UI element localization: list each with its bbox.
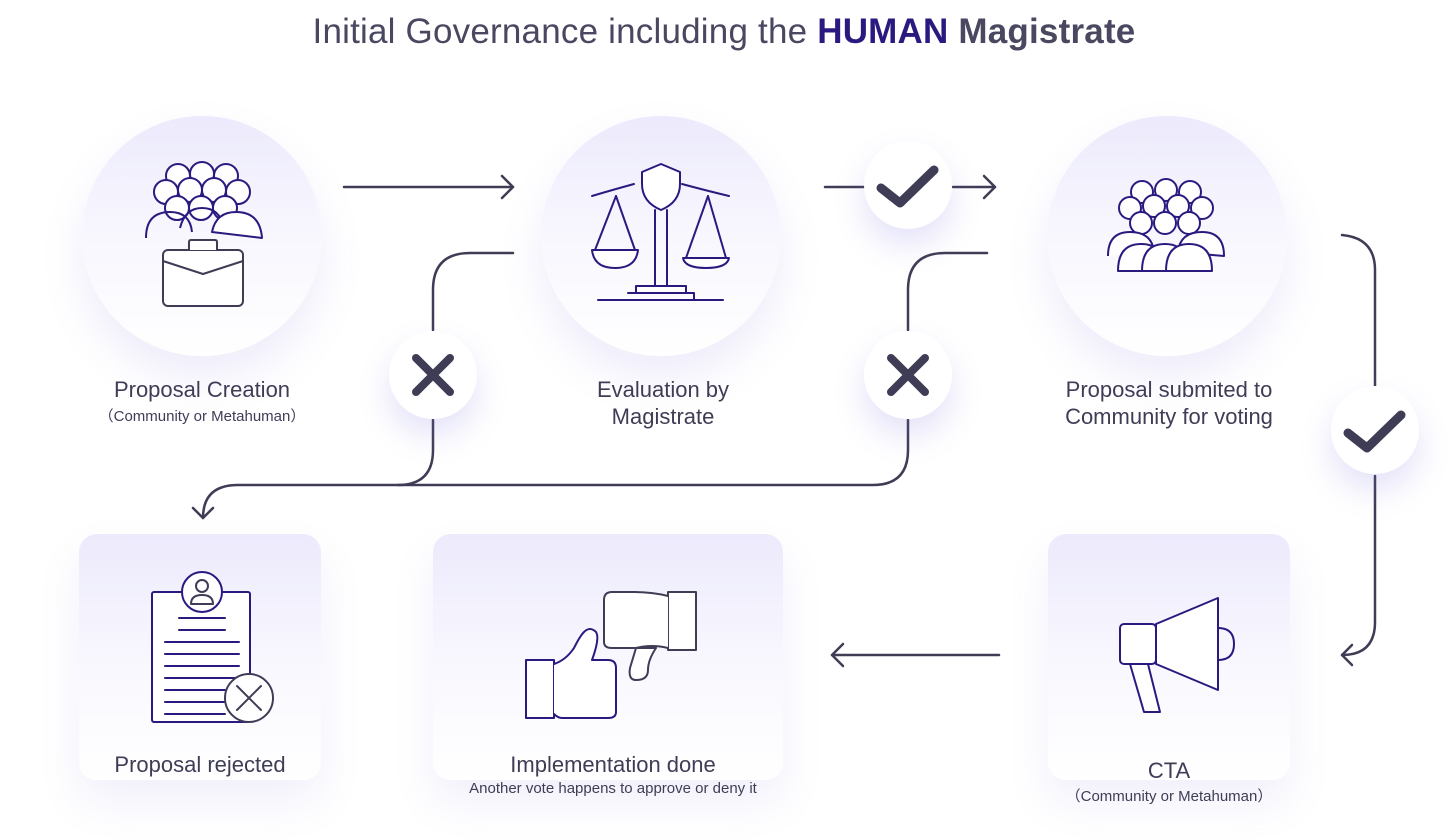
cta-sub: （Community or Metahuman） [1065, 788, 1273, 805]
submitted-label-line2: Community for voting [1065, 404, 1273, 429]
scales-icon [591, 163, 730, 301]
thumbs-vote-icon [525, 591, 697, 719]
implementation-card [433, 534, 783, 780]
check-icon [876, 165, 939, 208]
page-title: Initial Governance including the HUMAN M… [312, 12, 1136, 51]
rejected-label: Proposal rejected [114, 752, 286, 777]
submitted-label-line1: Proposal submited to [1065, 377, 1273, 402]
evaluation-label-line1: Evaluation by [596, 377, 730, 402]
approve-path-bottom [1340, 474, 1377, 657]
implementation-label: Implementation done [510, 752, 716, 777]
megaphone-icon [1119, 597, 1235, 713]
approve-path-top [1340, 233, 1377, 388]
reject-path-submitted [906, 251, 989, 332]
proposal-creation-sub: （Community or Metahuman） [98, 408, 306, 425]
cta-label: CTA [1147, 758, 1191, 783]
implementation-sub: Another vote happens to approve or deny … [469, 780, 757, 797]
title-highlight: HUMAN [817, 12, 949, 51]
reject-path-down-1 [396, 418, 435, 487]
x-icon [887, 354, 929, 396]
submitted-circle [1047, 116, 1287, 356]
check-icon [1343, 410, 1406, 453]
x-icon [412, 354, 454, 396]
evaluation-label-line2: Magistrate [611, 404, 715, 429]
community-icon [1107, 178, 1225, 272]
reject-path-evaluation [431, 251, 515, 332]
people-briefcase-icon [145, 161, 263, 307]
proposal-creation-label: Proposal Creation [113, 377, 291, 402]
proposal-creation-circle [82, 116, 322, 356]
rejected-document-icon [151, 571, 274, 723]
evaluation-circle [541, 116, 781, 356]
reject-path-down-2 [201, 418, 910, 520]
